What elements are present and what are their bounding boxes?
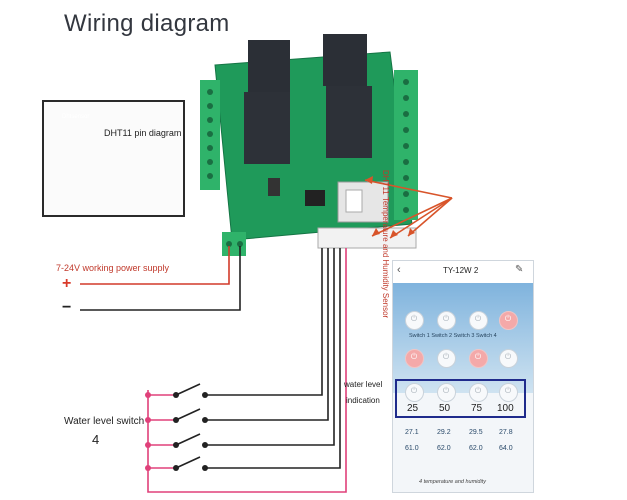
power-minus: −: [62, 299, 72, 316]
water-level-wires: [147, 248, 347, 493]
switch-2-button[interactable]: [437, 311, 456, 330]
water-level-panel: [395, 379, 526, 418]
level-3-indicator: [469, 383, 488, 402]
app-header: ‹ TY-12W 2 ✎: [393, 261, 533, 283]
switch-5-button[interactable]: [405, 349, 424, 368]
app-readings-area: [393, 393, 533, 492]
switch-6-button[interactable]: [437, 349, 456, 368]
level-2-indicator: [437, 383, 456, 402]
level-4-indicator: [499, 383, 518, 402]
power-wires: [80, 246, 241, 311]
relay-2: [323, 34, 367, 86]
back-icon[interactable]: ‹: [397, 264, 401, 276]
switch-1-button[interactable]: [405, 311, 424, 330]
reading-1: 61.0: [405, 445, 419, 452]
edit-icon[interactable]: ✎: [515, 264, 524, 275]
water-switch-label: Water level switch: [64, 416, 145, 427]
sensor-label: DHT11 Temperature and Humidity Sensor: [381, 170, 390, 319]
relay-3: [244, 92, 290, 164]
level-value-2: 50: [439, 403, 451, 414]
reading-2: 62.0: [437, 445, 451, 452]
app-title: TY-12W 2: [443, 266, 479, 275]
switch-4-button[interactable]: [499, 311, 518, 330]
level-value-4: 100: [497, 403, 514, 414]
pin-diagram-label: DHT11 pin diagram: [104, 128, 182, 138]
app-banner: [393, 283, 533, 393]
water-switch-count: 4: [92, 432, 100, 447]
power-supply-label: 7-24V working power supply: [56, 263, 170, 273]
level-1-indicator: [405, 383, 424, 402]
sensor-pointer-arrows: [364, 179, 453, 239]
reading-top-2: 29.2: [437, 429, 451, 436]
relay-1: [248, 40, 290, 92]
reading-4: 64.0: [499, 445, 513, 452]
level-switches: [175, 383, 201, 469]
reading-3: 62.0: [469, 445, 483, 452]
mcu-chip: [305, 190, 325, 206]
power-plus: +: [62, 275, 72, 292]
pin-diagram-box: Dhtsensor DHT11 pin diagram: [42, 100, 185, 217]
page-title: Wiring diagram: [64, 10, 230, 37]
phone-footer: 4 temperature and humidity: [419, 479, 486, 485]
water-indication-line1: water level: [344, 380, 383, 389]
reading-top-3: 29.5: [469, 429, 483, 436]
switch-8-button[interactable]: [499, 349, 518, 368]
phone-app-screen: ‹ TY-12W 2 ✎ Switch 1 Switch 2 Switch 3 …: [392, 260, 534, 493]
level-value-3: 75: [471, 403, 483, 414]
switch-labels: Switch 1 Switch 2 Switch 3 Switch 4: [409, 333, 497, 339]
switch-7-button[interactable]: [469, 349, 488, 368]
water-indication-line2: indication: [346, 396, 380, 405]
level-value-1: 25: [407, 403, 419, 414]
switch-3-button[interactable]: [469, 311, 488, 330]
sensor-connector: [317, 227, 417, 249]
relay-4: [326, 86, 372, 158]
relay-board: [200, 34, 418, 256]
sensor-print: Dhtsensor: [62, 114, 90, 120]
reading-top-4: 27.8: [499, 429, 513, 436]
reading-top-1: 27.1: [405, 429, 419, 436]
